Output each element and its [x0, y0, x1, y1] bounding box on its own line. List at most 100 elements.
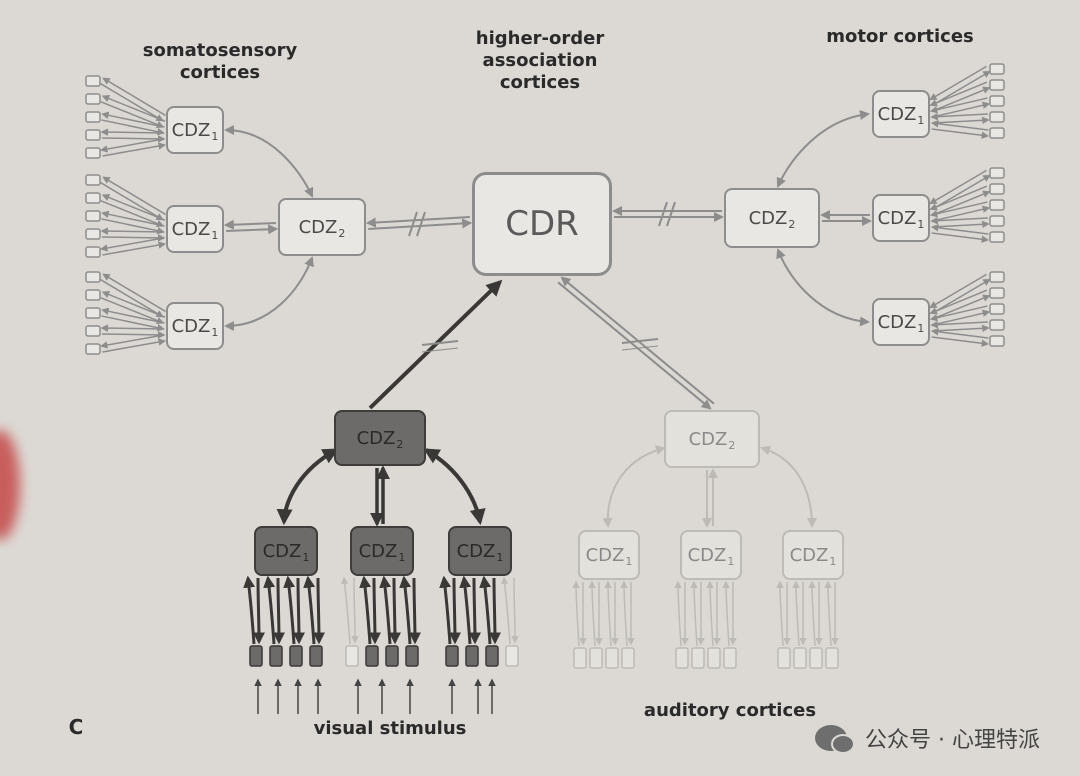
motor-link: [932, 116, 990, 125]
visual-receptor-link: [379, 575, 392, 645]
auditory-cdz2-cdz1-link: [760, 445, 817, 528]
motor-link: [932, 190, 991, 216]
auditory-receptor-link: [604, 580, 612, 647]
motor-link: [930, 320, 988, 329]
visual-receptor: [405, 645, 419, 667]
somatosensory-link: [101, 315, 165, 332]
auditory-receptor: [691, 647, 705, 669]
somatosensory-unit: [85, 307, 101, 319]
motor-link: [930, 120, 989, 131]
somatosensory-link: [101, 111, 165, 128]
somatosensory-link: [100, 128, 165, 136]
visual-receptor: [485, 645, 499, 667]
somatosensory-unit: [85, 289, 101, 301]
somatosensory-link: [100, 181, 164, 221]
motor-unit: [989, 271, 1005, 283]
visual-receptor-link: [252, 577, 265, 645]
connection-break: [421, 347, 459, 353]
auditory-receptor: [723, 647, 737, 669]
auditory-receptor-link: [722, 580, 730, 647]
auditory-receptor-link: [824, 580, 832, 647]
connection-break: [666, 201, 676, 227]
auditory-receptor-link: [674, 580, 682, 647]
auditory-receptor-link: [620, 580, 628, 647]
somatosensory-link: [102, 273, 166, 313]
panel-letter: C: [68, 715, 84, 739]
visual-receptor-link: [408, 577, 421, 645]
motor-link: [930, 112, 988, 121]
visual-receptor-link: [283, 575, 296, 645]
somatosensory-unit: [85, 129, 101, 141]
motor-link: [931, 128, 990, 139]
somatosensory-unit: [85, 246, 101, 258]
motor-link: [929, 273, 987, 309]
motor-unit: [989, 127, 1005, 139]
soma-cdz1-cdz2-link: [224, 256, 314, 331]
soma-cdr-link: [365, 216, 470, 228]
motor-unit: [989, 63, 1005, 75]
auditory-receptor: [589, 647, 603, 669]
visual-receptor: [365, 645, 379, 667]
somatosensory-link: [100, 278, 164, 318]
association-cortices-label: association cortices: [482, 50, 598, 93]
visual-receptor-link: [368, 577, 381, 645]
visual-receptor-link: [500, 576, 511, 645]
cdr-node: CDR: [472, 172, 612, 276]
motor-unit: [989, 319, 1005, 331]
visual-receptor-link: [243, 575, 256, 645]
motor-link: [932, 86, 991, 112]
auditory-receptor: [777, 647, 791, 669]
motor-link: [933, 278, 991, 314]
somatosensory-unit: [85, 325, 101, 337]
somatosensory-link: [101, 331, 166, 339]
visual-receptor: [289, 645, 303, 667]
somatosensory-link: [102, 176, 166, 216]
visual-receptor-link: [511, 577, 519, 644]
auditory-receptor: [605, 647, 619, 669]
somatosensory-link: [100, 297, 165, 325]
photo-edge-blemish: [0, 430, 20, 540]
somatosensory-link: [100, 82, 164, 122]
auditory-receptor-link: [588, 580, 596, 647]
motor-link: [929, 201, 988, 218]
motor-unit: [989, 215, 1005, 227]
motor-link: [932, 309, 991, 326]
motor-link: [932, 324, 990, 333]
somatosensory-link: [101, 94, 166, 122]
somatosensory-link: [102, 142, 167, 157]
motor-cdz1-cdz2-link: [776, 248, 870, 327]
motor-unit: [989, 199, 1005, 211]
visual-receptor-link: [399, 575, 412, 645]
motor-link: [930, 216, 988, 225]
motor-unit: [989, 287, 1005, 299]
somatosensory-link: [99, 334, 164, 349]
somatosensory-link: [101, 135, 166, 143]
somatosensory-link: [102, 241, 167, 256]
visual-receptor-link: [468, 577, 481, 645]
somatosensory-unit: [85, 271, 101, 283]
visual-receptor: [445, 645, 459, 667]
visual-receptor: [385, 645, 399, 667]
visual-receptor: [269, 645, 283, 667]
auditory-receptor-link: [690, 580, 698, 647]
motor-cdz1-cdz2-link: [776, 110, 870, 188]
auditory-receptor: [809, 647, 823, 669]
motor-link: [929, 169, 987, 205]
visual-receptor: [249, 645, 263, 667]
somatosensory-unit: [85, 147, 101, 159]
auditory-receptor: [621, 647, 635, 669]
